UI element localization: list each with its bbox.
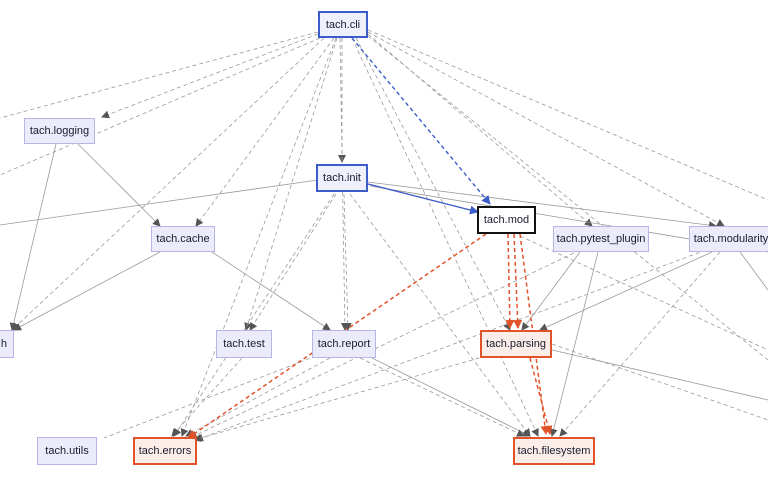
edge-init-filesystem [349,193,531,437]
edge-report-errors [185,357,331,437]
edge-report-filesystem-d [359,357,525,437]
edge-cli-h [11,37,325,331]
edge-report-filesystem [371,357,531,437]
edge-modularity-offright [739,251,768,291]
edge-logging-h [9,143,57,331]
edge-pytest-filesystem [549,251,599,437]
edge-report-utils [103,355,317,439]
edge-test-errors [171,357,243,437]
edge-pytest-parsing [521,251,581,331]
edge-cli-filesystem [351,37,539,437]
node-tach-mod[interactable]: tach.mod [477,206,536,234]
node-tach-logging[interactable]: tach.logging [24,118,95,144]
node-tach-report[interactable]: tach.report [312,330,376,358]
edge-cli-offleft-2 [0,37,321,176]
edge-cli-cache [195,37,335,227]
edge-modularity-errors [195,249,707,442]
edge-cli-offright-1 [367,29,768,201]
edge-cache-h [13,251,161,331]
edge-cli-pytest [367,33,593,227]
edge-parsing-offright-d [551,343,768,421]
edge-init-offleft [0,179,319,226]
edge-cli-modularity [367,31,725,227]
edge-parsing-offright [551,349,768,401]
edge-cli-parsing [355,37,511,331]
edge-logging-cache [77,143,161,227]
edge-cli-test [244,37,338,331]
edge-modularity-filesystem [559,251,721,437]
node-tach-modularity[interactable]: tach.modularity [689,226,768,252]
edge-init-modularity [367,181,717,230]
edge-cli-logging [101,33,319,119]
node-tach-pytest-plugin[interactable]: tach.pytest_plugin [553,226,649,252]
node-tach-errors[interactable]: tach.errors [133,437,197,465]
edge-mod-parsing-highlight-2 [513,233,523,329]
edge-cache-report [211,251,331,331]
edge-init-mod-highlight [367,183,479,215]
edge-init-test [249,193,337,331]
node-tach-parsing[interactable]: tach.parsing [480,330,552,358]
edge-mod-parsing-highlight-1 [505,233,515,329]
edge-cli-offleft-1 [0,31,319,119]
node-tach-filesystem[interactable]: tach.filesystem [513,437,595,465]
edge-cli-offright-2 [367,35,768,361]
edge-parsing-filesystem-highlight [529,357,553,435]
node-tach-init[interactable]: tach.init [316,164,368,192]
node-tach-utils[interactable]: tach.utils [37,437,97,465]
edge-init-errors [173,193,335,437]
node-tach-cli[interactable]: tach.cli [318,11,368,38]
edge-parsing-errors [193,355,487,442]
edge-cli-errors [180,37,337,437]
node-partial-h[interactable]: h [0,330,14,358]
edge-modularity-parsing [539,251,713,331]
edge-init-report [343,193,352,331]
edge-cli-mod-highlight [351,37,491,205]
edge-pytest-errors [189,249,581,439]
edge-mod-offright-d [519,235,768,351]
node-tach-cache[interactable]: tach.cache [151,226,215,252]
node-tach-test[interactable]: tach.test [216,330,272,358]
